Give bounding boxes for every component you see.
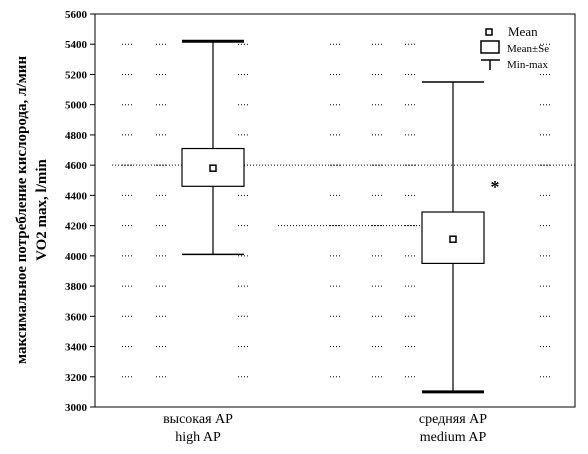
y-tick-label: 3800 [65,281,88,293]
y-tick-label: 4600 [65,160,88,172]
legend-whisker-label: Min-max [507,59,548,71]
mean-marker [209,164,217,172]
y-tick-label: 5200 [65,69,88,81]
legend-box-label: Mean±Se [507,43,549,55]
y-tick-label: 4400 [65,190,88,202]
category-label-high-en: high AP [175,430,221,445]
box-group [181,39,245,256]
significance-asterisk: * [491,177,500,197]
y-axis-label-ru: максимальное потребление кислорода, л/ми… [14,56,30,365]
legend: Mean Mean±Se Min-max [480,24,549,71]
y-axis-label-en: VO2 max, l/min [34,158,50,260]
background-dot-rows [112,43,575,378]
category-label-medium-ru: средняя АР [419,412,487,427]
category-label-high-ru: высокая АР [163,412,233,427]
box-series [181,39,485,394]
y-tick-label: 5400 [65,39,88,51]
y-axis: 3000 3200 3400 3600 3800 4000 4200 4400 4600 4800… [65,9,95,414]
y-tick-label: 3000 [65,402,88,414]
y-tick-label: 3600 [65,311,88,323]
y-tick-label: 3200 [65,372,88,384]
y-tick-label: 4200 [65,221,88,233]
y-tick-label: 4800 [65,130,88,142]
legend-mean-label: Mean [508,24,538,39]
y-tick-label: 4000 [65,251,88,263]
y-tick-label: 3400 [65,342,88,354]
box-group [421,81,485,394]
category-label-medium-en: medium AP [420,430,487,445]
y-tick-label: 5000 [65,100,88,112]
legend-box-symbol [480,40,500,54]
legend-mean-marker [485,28,493,36]
plot-frame [94,13,576,408]
mean-marker [449,235,457,243]
y-tick-label: 5600 [65,9,88,21]
